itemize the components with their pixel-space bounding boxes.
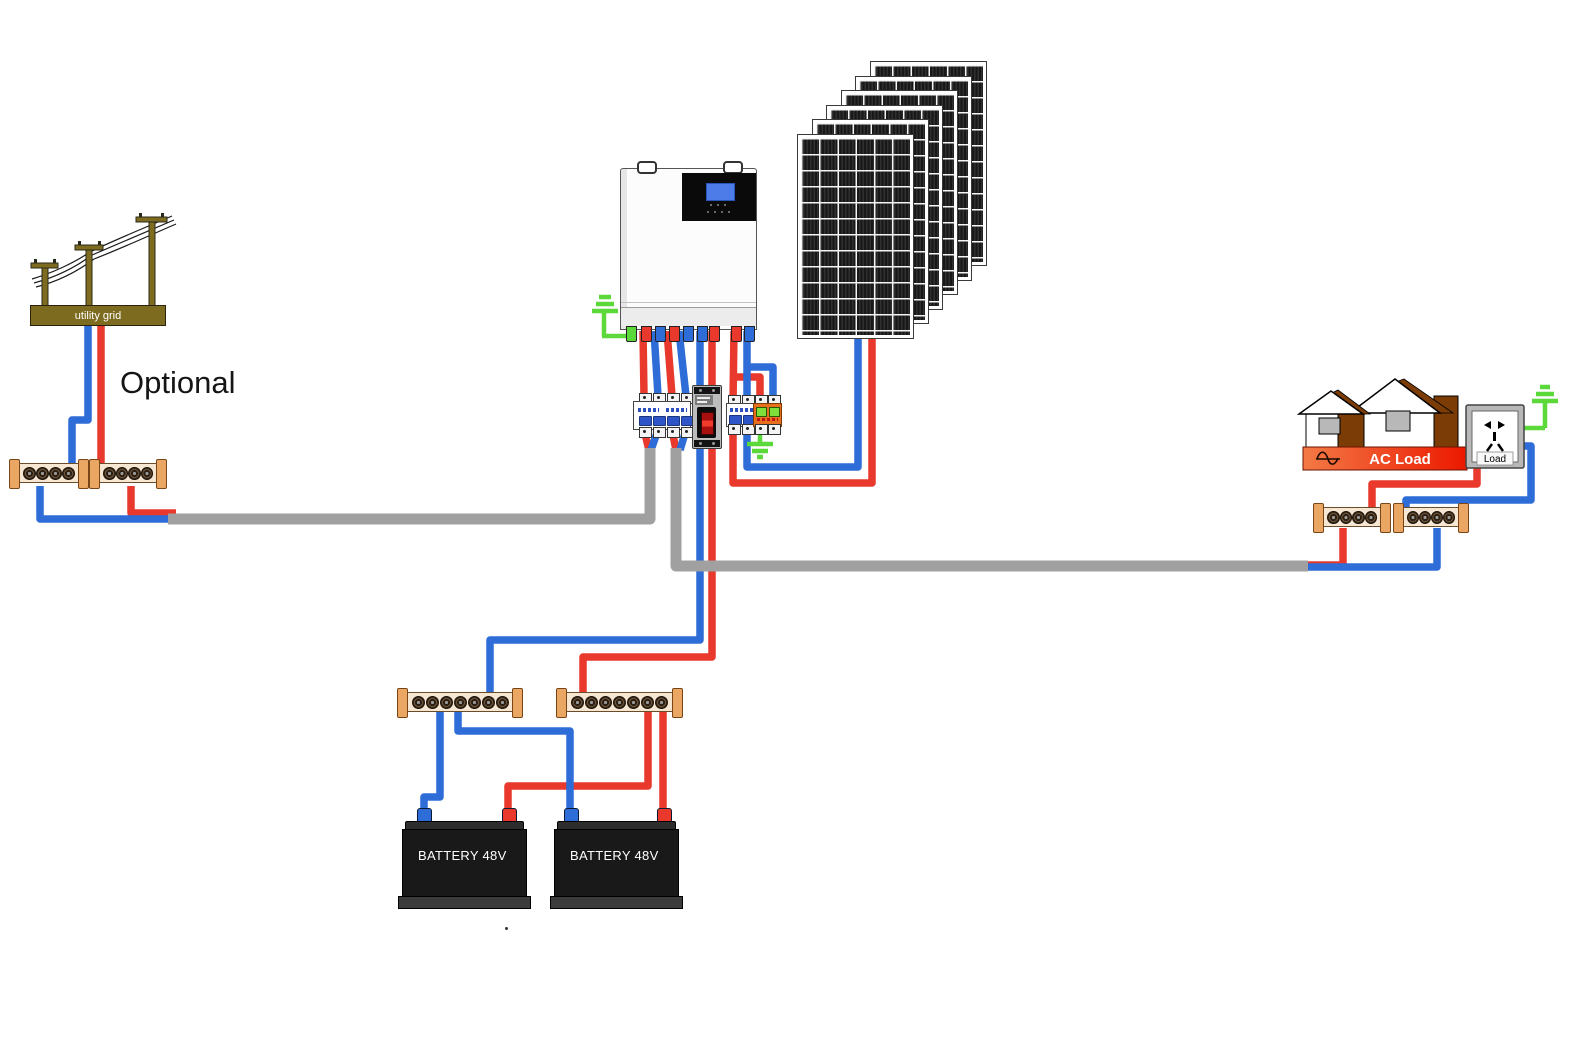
- wire-grid-neutral: [36, 324, 176, 523]
- socket-pin-left: [1484, 421, 1491, 429]
- wire-inverter-ac-neutral: [647, 330, 690, 452]
- busbar-acload-neutral: [1393, 503, 1469, 533]
- busbar-acload-live: [1313, 503, 1391, 533]
- busbar-terminal: [1419, 510, 1431, 524]
- pv-breaker-2pole: [726, 395, 756, 435]
- busbar-terminal: [467, 695, 481, 709]
- inverter-ac-terminal: [640, 326, 652, 342]
- ac-breaker-4pole: [633, 393, 694, 438]
- busbar-terminal: [1443, 510, 1455, 524]
- solar-panel-array: [797, 61, 988, 342]
- busbar-terminal: [1407, 510, 1419, 524]
- wire-pv-negative: [743, 331, 862, 471]
- battery-label: BATTERY 48V: [570, 848, 659, 863]
- socket-slot: [1493, 432, 1496, 441]
- busbar-terminal: [641, 695, 655, 709]
- load-socket-label: Load: [1484, 454, 1506, 465]
- inverter-ac-terminal: [668, 326, 680, 342]
- busbar-terminal: [115, 466, 128, 480]
- ac-load-scene: AC Load Load: [1296, 378, 1525, 471]
- battery-label: BATTERY 48V: [418, 848, 507, 863]
- house-roof: [1296, 390, 1366, 415]
- wire-grid-live: [97, 324, 176, 517]
- busbar-terminal: [103, 466, 116, 480]
- cable-grid-ac-bundle: [168, 448, 656, 525]
- battery-1: BATTERY 48V: [398, 808, 531, 928]
- house-window: [1385, 410, 1411, 432]
- busbar-terminal: [23, 466, 36, 480]
- busbar-terminal: [425, 695, 439, 709]
- inverter-pv-terminal: [730, 326, 742, 342]
- socket-pin-right: [1498, 421, 1505, 429]
- inverter-ac-terminal: [654, 326, 666, 342]
- sine-wave-icon: [1316, 451, 1340, 465]
- inverter-ac-terminal: [682, 326, 694, 342]
- wire-battery-positive: [504, 331, 716, 816]
- busbar-terminal: [62, 466, 75, 480]
- inverter-lcd-screen: [706, 183, 735, 201]
- surge-protector-spd: [753, 395, 782, 435]
- optional-label: Optional: [120, 365, 236, 400]
- ac-load-label: AC Load: [1369, 451, 1431, 468]
- busbar-terminal: [140, 466, 153, 480]
- spd-status-window: [756, 407, 767, 417]
- busbar-terminal: [1431, 510, 1443, 524]
- wire-battery-negative: [420, 331, 704, 810]
- inverter-battery-terminal: [696, 326, 708, 342]
- busbar-terminal: [36, 466, 49, 480]
- busbar-terminal: [495, 695, 509, 709]
- ground-socket: [1518, 384, 1558, 431]
- inverter-battery-terminal: [708, 326, 720, 342]
- stray-dot: [505, 927, 508, 930]
- busbar-terminal: [627, 695, 641, 709]
- busbar-battery-negative: [397, 688, 523, 718]
- hybrid-inverter: [620, 161, 757, 342]
- busbar-terminal: [439, 695, 453, 709]
- busbar-terminal: [598, 695, 612, 709]
- ground-spd: [747, 431, 773, 460]
- battery-breaker-mccb: [692, 385, 722, 449]
- busbar-terminal: [1364, 510, 1377, 524]
- busbar-terminal: [1352, 510, 1365, 524]
- busbar-battery-positive: [556, 688, 683, 718]
- inverter-pv-terminal: [743, 326, 755, 342]
- utility-grid-bar: utility grid: [30, 305, 166, 326]
- wire-inverter-ac-live: [639, 330, 680, 451]
- solar-panel: [797, 134, 914, 339]
- wire-pv-positive: [729, 330, 876, 487]
- house-window: [1318, 417, 1341, 435]
- cable-load-ac-bundle: [670, 448, 1308, 572]
- busbar-terminal: [1327, 510, 1340, 524]
- inverter-bottom-strip: [621, 307, 756, 326]
- busbar-terminal: [612, 695, 626, 709]
- spd-status-window: [769, 407, 780, 417]
- busbar-terminal: [453, 695, 467, 709]
- busbar-grid-neutral: [9, 459, 89, 489]
- house-side-wall: [1337, 411, 1365, 448]
- busbar-grid-live: [89, 459, 167, 489]
- busbar-terminal: [411, 695, 425, 709]
- utility-poles: [30, 213, 177, 307]
- battery-2: BATTERY 48V: [550, 808, 683, 928]
- inverter-display-panel: [682, 173, 756, 221]
- socket-slots: [1485, 443, 1505, 452]
- busbar-terminal: [570, 695, 584, 709]
- busbar-terminal: [49, 466, 62, 480]
- busbar-terminal: [1339, 510, 1352, 524]
- busbar-terminal: [481, 695, 495, 709]
- inverter-buttons: [707, 211, 730, 213]
- inverter-ground-terminal: [625, 326, 637, 342]
- busbar-terminal: [655, 695, 669, 709]
- inverter-handle: [637, 161, 657, 174]
- busbar-terminal: [584, 695, 598, 709]
- mccb-switch: [701, 412, 714, 435]
- utility-grid-label: utility grid: [74, 309, 122, 322]
- busbar-terminal: [128, 466, 141, 480]
- ground-inverter: [592, 294, 632, 339]
